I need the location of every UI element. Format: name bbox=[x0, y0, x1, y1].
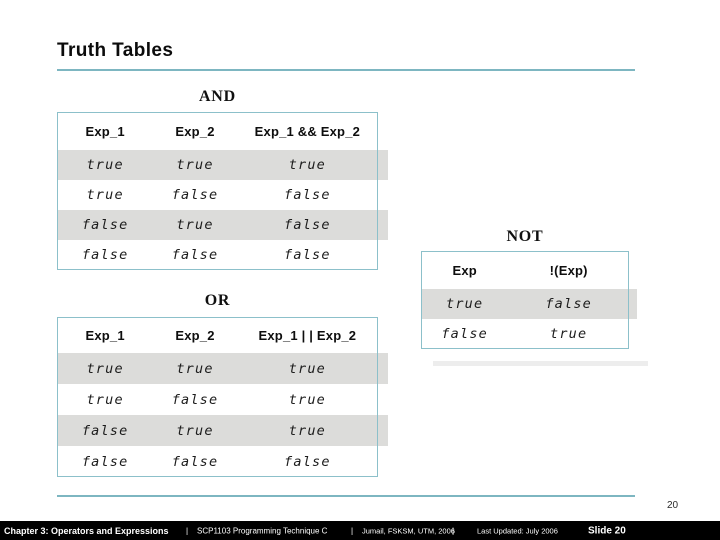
truth-value-cell: false bbox=[171, 247, 219, 263]
footer-slide-number: Slide 20 bbox=[588, 525, 626, 536]
row-stripe bbox=[57, 415, 388, 446]
not-truth-table: Exp !(Exp) true false false true bbox=[421, 251, 637, 349]
header-cell: Exp_1 bbox=[85, 327, 125, 343]
table-header-row: Exp !(Exp) bbox=[421, 251, 629, 289]
truth-value-cell: false bbox=[284, 453, 331, 470]
header-cell: Exp_1 | | Exp_2 bbox=[258, 327, 357, 343]
footer-rule bbox=[57, 495, 635, 497]
table-row: false true bbox=[421, 319, 629, 349]
truth-value-cell: false bbox=[545, 296, 592, 312]
row-stripe bbox=[421, 289, 637, 319]
table-row: false true true bbox=[57, 415, 378, 446]
table-row: true false true bbox=[57, 384, 378, 415]
truth-value-cell: true bbox=[288, 422, 327, 439]
footer-authors: Jumail, FSKSM, UTM, 2006 bbox=[362, 526, 455, 535]
truth-value-cell: true bbox=[176, 422, 214, 439]
footer-last-updated: Last Updated: July 2006 bbox=[477, 526, 558, 535]
footer-course: SCP1103 Programming Technique C bbox=[197, 526, 328, 535]
title-underline bbox=[57, 69, 635, 71]
slide-title: Truth Tables bbox=[57, 40, 174, 61]
truth-value-cell: false bbox=[171, 391, 219, 408]
truth-value-cell: false bbox=[284, 217, 331, 233]
footer-separator: | bbox=[351, 526, 354, 535]
table-row: false true false bbox=[57, 210, 378, 240]
footer-bar: Chapter 3: Operators and Expressions | S… bbox=[0, 521, 720, 540]
truth-value-cell: false bbox=[81, 217, 129, 233]
footer-separator: | bbox=[186, 526, 189, 535]
page-number: 20 bbox=[667, 500, 679, 511]
row-stripe bbox=[57, 150, 388, 180]
table-row: true false false bbox=[57, 180, 378, 210]
truth-value-cell: true bbox=[176, 217, 214, 233]
header-cell: Exp_1 bbox=[85, 123, 125, 139]
truth-value-cell: false bbox=[284, 187, 331, 203]
header-cell: Exp_1 && Exp_2 bbox=[254, 123, 361, 139]
truth-value-cell: true bbox=[86, 391, 124, 408]
not-table-shadow-stripe bbox=[433, 361, 648, 366]
truth-value-cell: false bbox=[81, 247, 129, 263]
truth-value-cell: true bbox=[86, 360, 124, 377]
truth-value-cell: false bbox=[171, 187, 219, 203]
footer-separator: | bbox=[452, 526, 455, 535]
row-stripe bbox=[57, 353, 388, 384]
or-truth-table: Exp_1 Exp_2 Exp_1 | | Exp_2 true true tr… bbox=[57, 317, 388, 477]
truth-value-cell: true bbox=[176, 157, 214, 173]
header-cell: Exp_2 bbox=[175, 327, 215, 343]
table-row: false false false bbox=[57, 446, 378, 477]
truth-value-cell: true bbox=[288, 360, 327, 377]
truth-value-cell: false bbox=[81, 422, 129, 439]
row-stripe bbox=[57, 210, 388, 240]
truth-value-cell: true bbox=[288, 157, 327, 173]
truth-value-cell: true bbox=[86, 187, 124, 203]
or-table-caption: OR bbox=[204, 292, 231, 309]
truth-value-cell: true bbox=[176, 360, 214, 377]
truth-value-cell: true bbox=[288, 391, 327, 408]
table-row: true true true bbox=[57, 353, 378, 384]
truth-value-cell: false bbox=[284, 247, 331, 263]
header-cell: Exp bbox=[452, 262, 477, 278]
table-header-row: Exp_1 Exp_2 Exp_1 | | Exp_2 bbox=[57, 317, 378, 353]
footer-chapter: Chapter 3: Operators and Expressions bbox=[4, 525, 169, 536]
truth-value-cell: false bbox=[441, 326, 488, 342]
truth-value-cell: true bbox=[550, 326, 588, 342]
table-header-row: Exp_1 Exp_2 Exp_1 && Exp_2 bbox=[57, 112, 378, 150]
and-table-caption: AND bbox=[198, 88, 237, 105]
header-cell: Exp_2 bbox=[175, 123, 215, 139]
table-row: true true true bbox=[57, 150, 378, 180]
table-row: true false bbox=[421, 289, 629, 319]
header-cell: !(Exp) bbox=[549, 262, 588, 278]
not-table-caption: NOT bbox=[506, 228, 544, 245]
table-row: false false false bbox=[57, 240, 378, 270]
truth-value-cell: false bbox=[81, 453, 129, 470]
and-truth-table: Exp_1 Exp_2 Exp_1 && Exp_2 true true tru… bbox=[57, 112, 388, 270]
truth-value-cell: true bbox=[446, 296, 484, 312]
truth-value-cell: false bbox=[171, 453, 219, 470]
truth-value-cell: true bbox=[86, 157, 124, 173]
